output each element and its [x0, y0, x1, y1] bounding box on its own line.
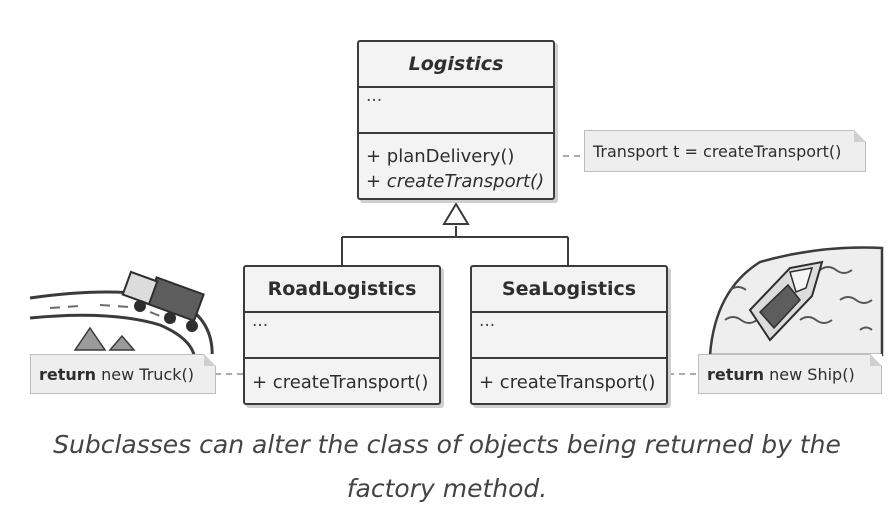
class-sea-logistics: SeaLogistics ... + createTransport() — [470, 265, 668, 405]
note-keyword: return — [39, 364, 97, 384]
note-fold-icon — [870, 354, 882, 366]
caption-line-2: factory method. — [346, 474, 548, 503]
method-create-transport: + createTransport() — [479, 372, 656, 393]
note-text: Transport t = createTransport() — [593, 141, 842, 161]
method-create-transport: + createTransport() — [252, 372, 429, 393]
note-text: new Truck() — [96, 364, 194, 384]
note-sea-return: return new Ship() — [698, 354, 882, 394]
method-create-transport: + createTransport() — [366, 171, 545, 192]
class-methods: + createTransport() — [245, 357, 439, 403]
note-fold-icon — [204, 354, 216, 366]
caption-line-1: Subclasses can alter the class of object… — [53, 430, 841, 459]
class-methods: + planDelivery() + createTransport() — [359, 132, 553, 198]
truck-on-road-icon — [29, 270, 214, 363]
note-road-return: return new Truck() — [30, 354, 216, 394]
note-keyword: return — [707, 364, 765, 384]
class-attributes: ... — [245, 311, 439, 357]
class-attributes: ... — [359, 86, 553, 132]
class-name: SeaLogistics — [501, 278, 637, 300]
note-plan-delivery: Transport t = createTransport() — [584, 130, 866, 172]
class-name: Logistics — [408, 53, 504, 75]
inheritance-connector — [341, 202, 569, 265]
class-methods: + createTransport() — [472, 357, 666, 403]
class-road-logistics: RoadLogistics ... + createTransport() — [243, 265, 441, 405]
class-attributes: ... — [472, 311, 666, 357]
method-plan-delivery: + planDelivery() — [366, 146, 515, 167]
class-name: RoadLogistics — [267, 278, 417, 300]
note-fold-icon — [854, 130, 866, 142]
note-text: new Ship() — [764, 364, 855, 384]
ship-on-waves-icon — [708, 246, 884, 357]
class-logistics: Logistics ... + planDelivery() + createT… — [357, 40, 555, 200]
